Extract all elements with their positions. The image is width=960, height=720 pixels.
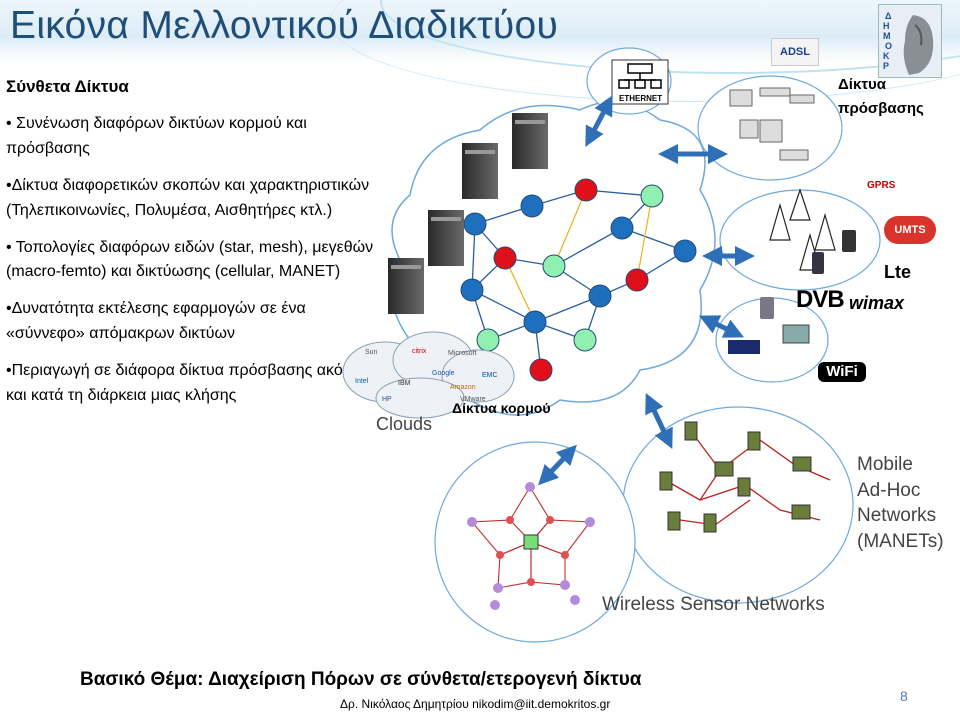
- server-icon: [462, 143, 498, 199]
- bullet-4: •Δυνατότητα εκτέλεσης εφαρμογών σε ένα «…: [6, 300, 306, 342]
- phone-icon: [842, 230, 856, 252]
- section-heading: Σύνθετα Δίκτυα: [6, 77, 129, 96]
- bullet-1: • Συνένωση διαφόρων δικτύων κορμού και π…: [6, 115, 307, 158]
- clouds-cluster: [342, 331, 515, 419]
- access-networks-label-2: πρόσβασης: [838, 100, 924, 117]
- pda-icon: [760, 297, 774, 319]
- footer-author: Δρ. Νικόλαος Δημητρίου nikodim@iit.demok…: [340, 697, 611, 711]
- mesh-node: [529, 358, 553, 382]
- svg-text:Δ: Δ: [885, 11, 892, 21]
- dvb-badge: DVB: [796, 286, 845, 313]
- mesh-node: [520, 194, 544, 218]
- mesh-edges-alt: [504, 189, 653, 323]
- mesh-node: [573, 328, 597, 352]
- bullet-5: •Περιαγωγή σε διάφορα δίκτυα πρόσβασης α…: [6, 361, 362, 404]
- adsl-badge: ADSL: [771, 38, 819, 66]
- svg-text:Η: Η: [883, 21, 890, 31]
- manet-devices: [659, 421, 812, 533]
- cloud-brand-hp: HP: [382, 396, 392, 403]
- cloud-brand-amazon: Amazon: [450, 384, 476, 391]
- mesh-node: [673, 239, 697, 263]
- manets-label: Mobile Ad-Hoc Networks (MANETs): [857, 452, 944, 555]
- mesh-node: [523, 310, 547, 334]
- mesh-node: [460, 278, 484, 302]
- mesh-nodes: [460, 178, 697, 382]
- left-text-panel: Σύνθετα Δίκτυα • Συνένωση διαφόρων δικτύ…: [6, 74, 378, 420]
- cloud-brand-google: Google: [432, 370, 455, 377]
- lte-badge: Lte: [884, 262, 911, 282]
- svg-text:Μ: Μ: [883, 31, 891, 41]
- ethernet-badge: ETHERNET: [619, 94, 663, 103]
- mesh-node: [493, 246, 517, 270]
- manets-label-1: Mobile: [857, 454, 913, 475]
- mesh-node: [574, 178, 598, 202]
- cloud-brand-intel: Intel: [355, 378, 369, 385]
- mesh-node: [588, 284, 612, 308]
- cloud-brand-vmware: VMware: [460, 396, 486, 403]
- mesh-node: [542, 254, 566, 278]
- mesh-node: [640, 184, 664, 208]
- page-number: 8: [900, 688, 908, 704]
- laptop-icon: [782, 324, 810, 344]
- manets-label-3: Networks: [857, 505, 937, 527]
- bullet-2: •Δίκτυα διαφορετικών σκοπών και χαρακτηρ…: [6, 176, 370, 219]
- cloud-brand-ibm: IBM: [398, 380, 411, 387]
- adsl-equipment-icon: [729, 87, 815, 161]
- wifi-badge: WiFi: [818, 362, 866, 382]
- gprs-badge: GPRS: [867, 180, 896, 191]
- server-icons: [388, 113, 548, 314]
- manet-ellipse: [622, 406, 854, 604]
- footer-title: Βασικό Θέμα: Διαχείριση Πόρων σε σύνθετα…: [80, 669, 642, 690]
- cloud-brand-microsoft: Microsoft: [448, 350, 477, 357]
- slide-title: Εικόνα Μελλοντικού Διαδικτύου: [10, 4, 559, 47]
- svg-text:Κ: Κ: [883, 51, 890, 61]
- cloud-brand-emc: EMC: [482, 372, 498, 379]
- mesh-node: [463, 212, 487, 236]
- core-networks-label: Δίκτυα κορμού: [452, 400, 551, 416]
- cloud-brand-citrix: citrix: [412, 348, 427, 355]
- manets-label-4: (MANETs): [857, 530, 944, 552]
- bullet-3: • Τοπολογίες διαφόρων ειδών (star, mesh)…: [6, 238, 374, 281]
- mesh-node: [610, 216, 634, 240]
- wsn-nodes: [467, 482, 595, 610]
- cloud-brand-sun: Sun: [365, 349, 378, 356]
- wsn-label: Wireless Sensor Networks: [602, 594, 825, 615]
- access-networks-label-1: Δίκτυα: [838, 76, 886, 93]
- mesh-node: [476, 328, 500, 352]
- svg-text:Ρ: Ρ: [883, 61, 889, 71]
- connection-arrows: [538, 95, 755, 486]
- svg-text:Ο: Ο: [885, 41, 892, 51]
- umts-badge: UMTS: [884, 216, 936, 244]
- manets-label-2: Ad-Hoc: [857, 479, 921, 501]
- clouds-label: Clouds: [376, 414, 433, 434]
- router-icon: [728, 340, 760, 354]
- mesh-node: [625, 268, 649, 292]
- server-icon: [512, 113, 548, 169]
- server-icon: [428, 210, 464, 266]
- phone-icon: [812, 252, 824, 274]
- wimax-badge: wimax: [849, 293, 905, 313]
- ethernet-icon: [611, 59, 669, 105]
- server-icon: [388, 258, 424, 314]
